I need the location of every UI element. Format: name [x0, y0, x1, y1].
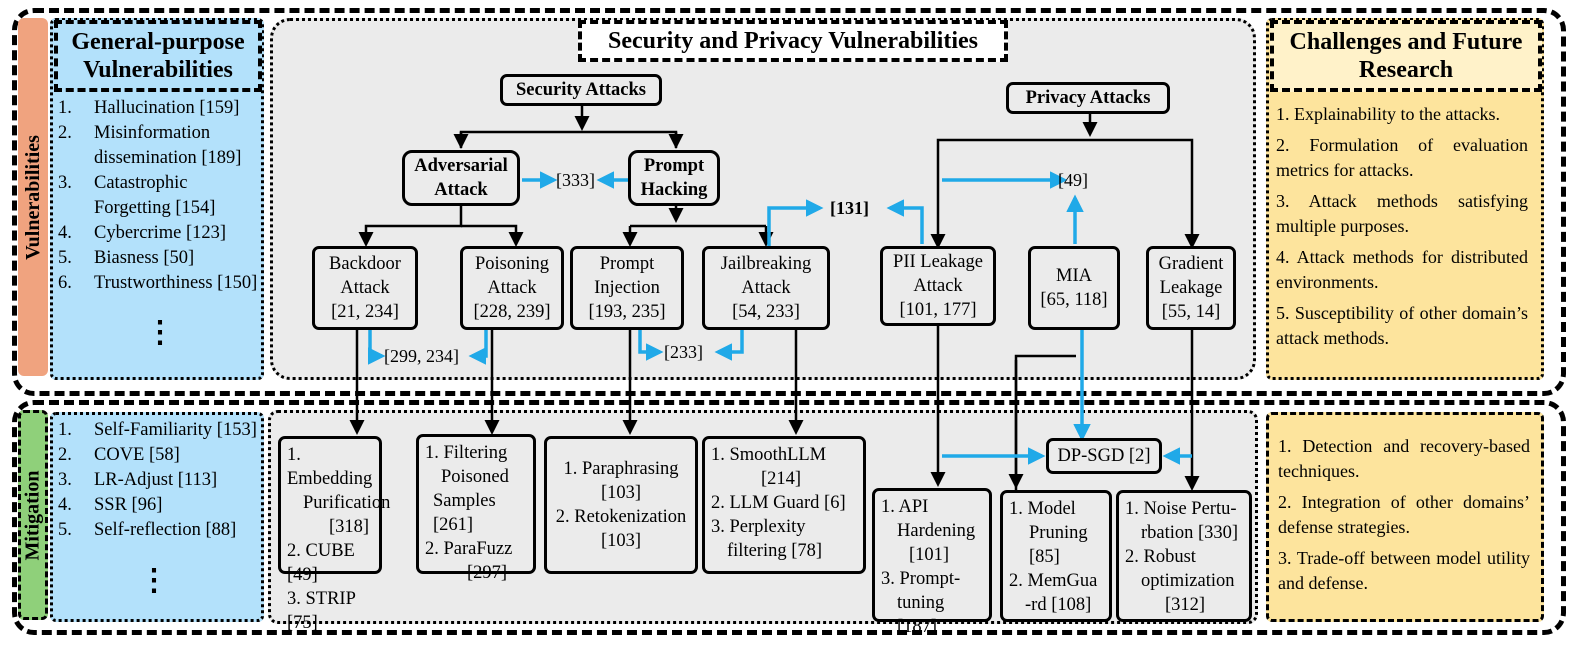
general-mitigation-panel: [50, 412, 264, 622]
list-item: 1. Detection and recovery-based techniqu…: [1278, 436, 1530, 481]
adversarial-attack-node: Adversarial Attack: [402, 150, 520, 206]
general-vulnerabilities-list: 1.Hallucination [159] 2.Misinformation d…: [58, 96, 260, 296]
list-item: 3. Trade-off between model utility and d…: [1278, 548, 1530, 593]
list-item: 4. Attack methods for distributed enviro…: [1276, 247, 1528, 292]
general-vulnerabilities-title: General-purpose Vulnerabilities: [54, 20, 262, 92]
list-item: 1. Explainability to the attacks.: [1276, 104, 1500, 124]
ref-131: [131]: [830, 198, 869, 218]
mitigation-frame: [12, 400, 1566, 635]
diagram-title: Security and Privacy Vulnerabilities: [578, 20, 1008, 62]
list-item: 2.COVE [58]: [58, 445, 180, 465]
ref-233: [233]: [664, 342, 703, 362]
challenges-title: Challenges and Future Research: [1270, 20, 1542, 92]
mitigation-tab: Mitigation: [18, 410, 48, 620]
general-mitigation-list: 1.Self-Familiarity [153] 2.COVE [58] 3.L…: [58, 418, 260, 543]
list-item: 5.Biasness [50]: [58, 248, 195, 268]
list-item: 3.LR-Adjust [113]: [58, 470, 218, 490]
challenges-mitigation-list: 1. Detection and recovery-based techniqu…: [1278, 434, 1530, 602]
list-item: 1.Hallucination [159]: [58, 98, 240, 118]
list-item: 2. Formulation of evaluation metrics for…: [1276, 135, 1528, 180]
list-item: 2.Misinformation dissemination [189]: [58, 123, 242, 168]
list-item: 4.Cybercrime [123]: [58, 223, 227, 243]
prompt-hacking-node: Prompt Hacking: [628, 150, 720, 206]
ref-333: [333]: [556, 170, 595, 190]
list-item: 3. Attack methods satisfying multiple pu…: [1276, 191, 1528, 236]
list-item: 5. Susceptibility of other domain’s atta…: [1276, 303, 1528, 348]
mia-node: MIA[65, 118]: [1028, 246, 1120, 330]
security-attacks-node: Security Attacks: [500, 74, 662, 106]
list-item: 5.Self-reflection [88]: [58, 520, 237, 540]
privacy-attacks-node: Privacy Attacks: [1006, 82, 1170, 114]
challenges-mitigation-panel: [1266, 412, 1544, 622]
mitigation-smoothllm-node: 1. SmoothLLM[214]2. LLM Guard [6]3. Perp…: [702, 436, 866, 574]
list-item: 3.Catastrophic Forgetting [154]: [58, 173, 216, 218]
vulnerabilities-frame: [12, 8, 1566, 396]
list-item: 6.Trustworthiness [150]: [58, 273, 258, 293]
ref-299-234: [299, 234]: [384, 346, 459, 366]
list-item: 2. Integration of other domains’ defense…: [1278, 492, 1530, 537]
dp-sgd-node: DP-SGD [2]: [1046, 438, 1162, 474]
mitigation-paraphrasing-node: 1. Paraphrasing[103]2. Retokenization[10…: [544, 436, 698, 574]
list-item: 1.Self-Familiarity [153]: [58, 420, 257, 440]
list-item: 4.SSR [96]: [58, 495, 163, 515]
ref-49: [49]: [1058, 170, 1088, 190]
challenges-list: 1. Explainability to the attacks. 2. For…: [1276, 102, 1528, 357]
vulnerabilities-tab: Vulnerabilities: [18, 18, 48, 376]
